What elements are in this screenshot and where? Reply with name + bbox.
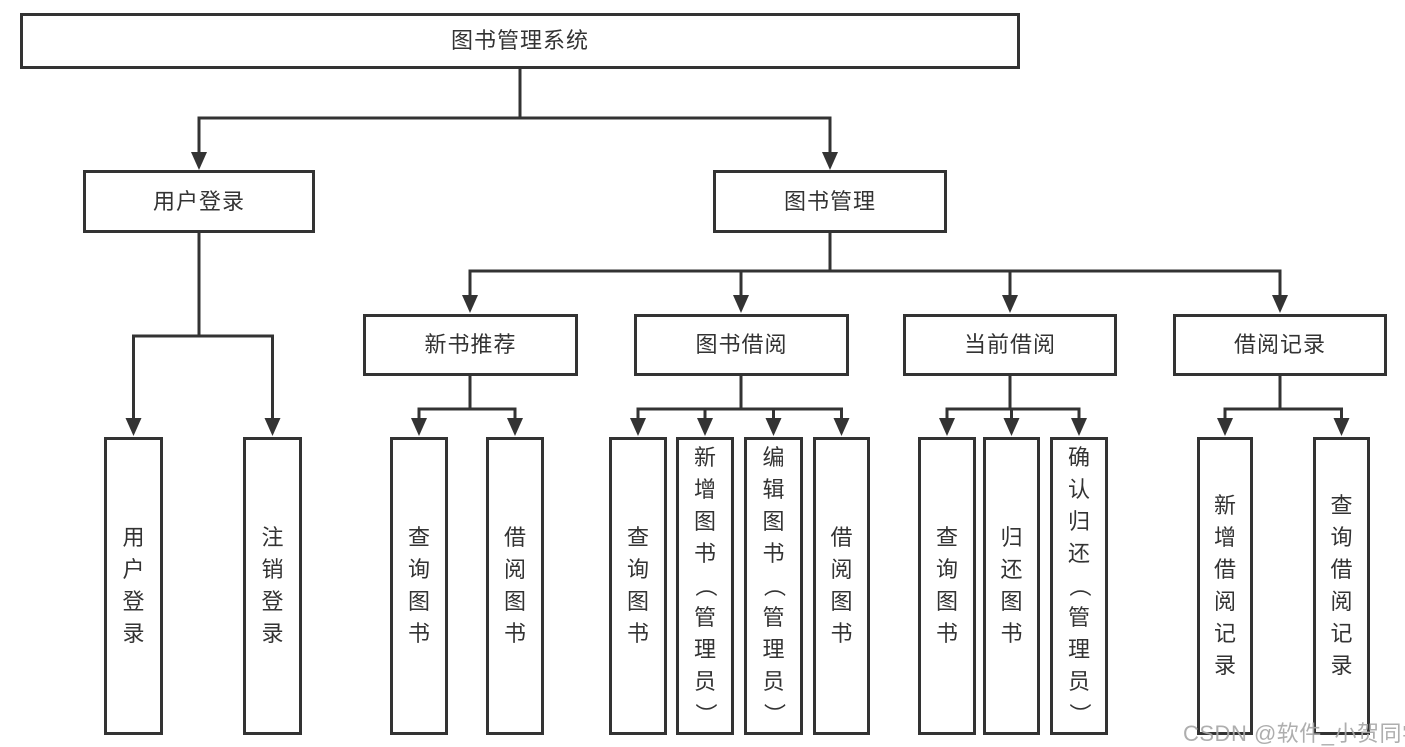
node-book-borrowing: 图书借阅: [634, 314, 849, 376]
leaf-borrow-books-borrowing: 借阅图书: [813, 437, 870, 735]
leaf-borrow-books-recommend: 借阅图书: [486, 437, 544, 735]
leaf-confirm-return-admin: 确认归还（管理员）: [1050, 437, 1108, 735]
node-root: 图书管理系统: [20, 13, 1020, 69]
node-borrowing-records: 借阅记录: [1173, 314, 1387, 376]
node-current-borrowing: 当前借阅: [903, 314, 1117, 376]
leaf-search-books-borrowing: 查询图书: [609, 437, 667, 735]
leaf-search-books-current: 查询图书: [918, 437, 976, 735]
csdn-watermark: CSDN @软件_小贺同学: [1183, 721, 1405, 746]
leaf-add-books-admin: 新增图书（管理员）: [676, 437, 734, 735]
leaf-logout: 注销登录: [243, 437, 302, 735]
node-user-login: 用户登录: [83, 170, 315, 233]
leaf-return-books: 归还图书: [983, 437, 1040, 735]
leaf-user-login: 用户登录: [104, 437, 163, 735]
leaf-edit-books-admin: 编辑图书（管理员）: [744, 437, 803, 735]
node-new-book-recommendation: 新书推荐: [363, 314, 578, 376]
leaf-search-borrow-record: 查询借阅记录: [1313, 437, 1370, 735]
leaf-add-borrow-record: 新增借阅记录: [1197, 437, 1253, 735]
leaf-search-books-recommend: 查询图书: [390, 437, 448, 735]
node-book-management: 图书管理: [713, 170, 947, 233]
